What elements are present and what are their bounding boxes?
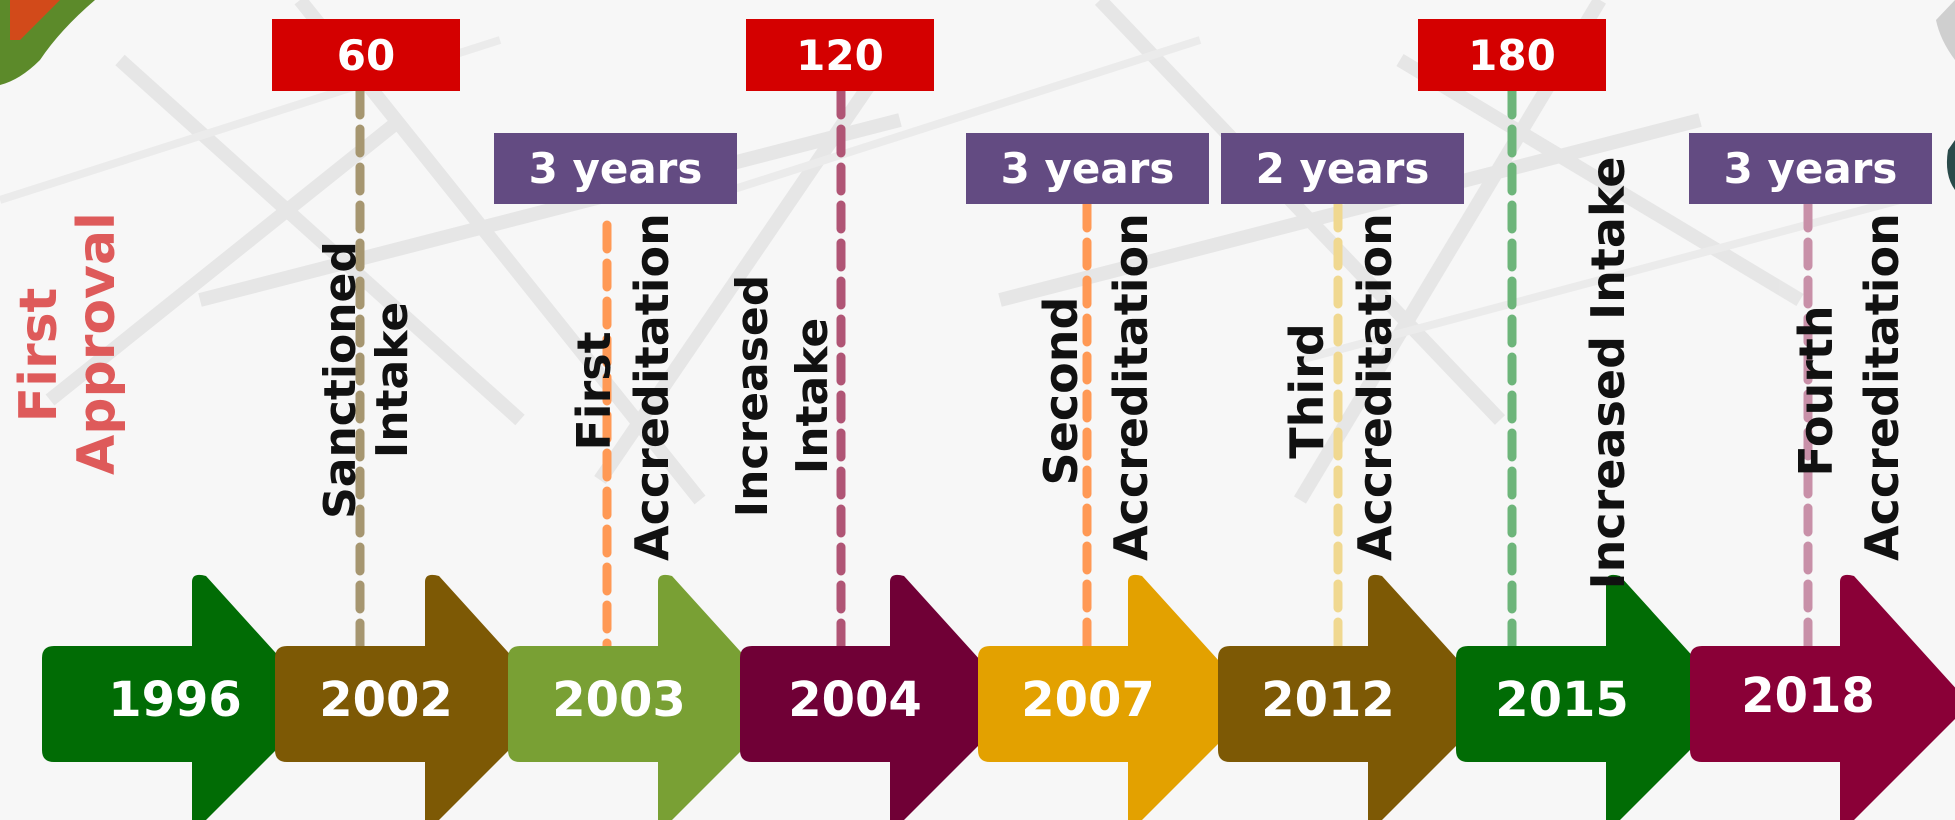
event-label-second-accreditation: Second Accreditation	[1034, 213, 1158, 561]
duration-badge-2018: 3 years	[1689, 133, 1932, 204]
year-label-2003: 2003	[552, 672, 686, 728]
event-label-fourth-accreditation: Fourth Accreditation	[1789, 213, 1909, 561]
event-label-increased-intake-2015: Increased Intake	[1581, 156, 1635, 590]
event-label-third-accreditation: Third Accreditation	[1280, 213, 1402, 561]
intake-badge-120: 120	[746, 19, 934, 91]
duration-badge-2007: 3 years	[966, 133, 1209, 204]
arrow-2007	[978, 574, 1258, 820]
year-label-2002: 2002	[319, 672, 453, 728]
arrow-1996	[42, 574, 322, 820]
year-label-2012: 2012	[1261, 672, 1395, 728]
event-label-first-accreditation: First Accreditation	[567, 213, 679, 561]
year-label-2004: 2004	[788, 672, 922, 728]
year-label-2015: 2015	[1495, 672, 1629, 728]
year-label-2018: 2018	[1741, 668, 1875, 724]
event-label-increased-intake-2004: Increased Intake	[727, 274, 838, 518]
arrow-2018	[1690, 574, 1955, 820]
intake-badge-180: 180	[1418, 19, 1606, 91]
year-label-2007: 2007	[1021, 672, 1155, 728]
year-label-1996: 1996	[108, 672, 242, 728]
arrow-2015	[1456, 574, 1736, 820]
arrow-2003	[508, 574, 788, 820]
duration-badge-2003: 3 years	[494, 133, 737, 204]
arrow-2002	[275, 574, 555, 820]
event-label-sanctioned-intake: Sanctioned Intake	[315, 241, 418, 519]
intake-badge-60: 60	[272, 19, 460, 91]
arrow-2004	[740, 574, 1020, 820]
arrow-2012	[1218, 574, 1498, 820]
duration-badge-2012: 2 years	[1221, 133, 1464, 204]
first-approval-label: First Approval	[9, 212, 127, 475]
